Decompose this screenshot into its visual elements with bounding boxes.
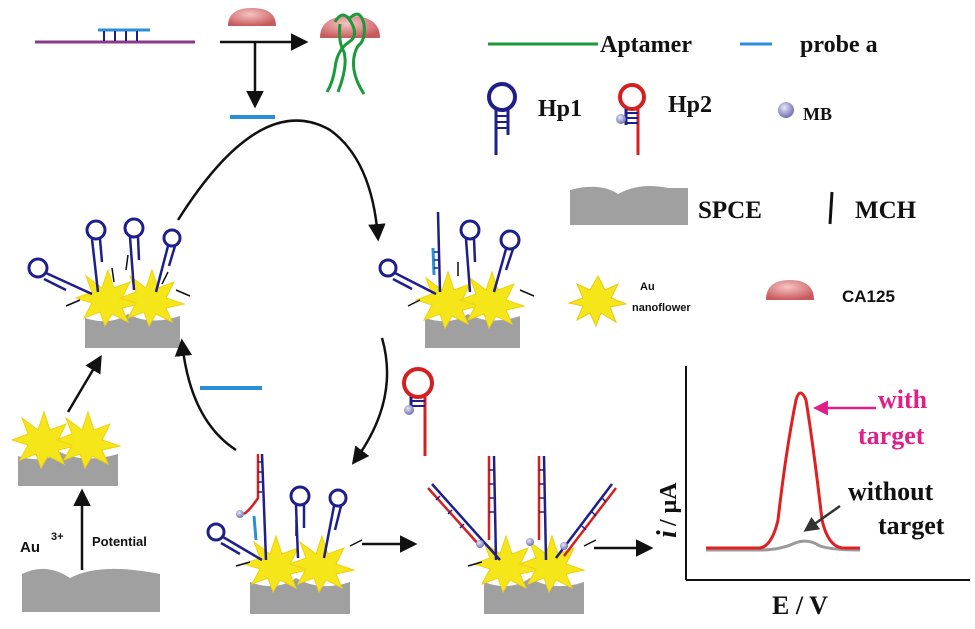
au3-label: Au bbox=[20, 539, 40, 556]
legend-ca125-label: CA125 bbox=[842, 287, 895, 306]
electrode-hp2-hybridized bbox=[206, 453, 363, 614]
legend-spce-label: SPCE bbox=[698, 197, 762, 224]
electrode-final-duplexes bbox=[427, 455, 617, 614]
arrow-cycle-top bbox=[176, 119, 386, 242]
hp1-hairpin-icon bbox=[487, 82, 517, 155]
legend-hp2-label: Hp2 bbox=[668, 92, 712, 118]
curve-with-target bbox=[706, 391, 860, 550]
legend-aptamer-label: Aptamer bbox=[600, 32, 692, 58]
spce-legend-icon bbox=[570, 186, 688, 225]
legend-mch-label: MCH bbox=[855, 197, 917, 224]
electrode-au-nanoflower bbox=[10, 410, 122, 486]
legend-probe-a-label: probe a bbox=[800, 32, 878, 58]
y-axis-label-unit: / μA bbox=[656, 482, 682, 527]
legend-mb-label: MB bbox=[803, 104, 832, 124]
aptamer-ca125-complex bbox=[320, 12, 380, 95]
arrow-without-target bbox=[803, 504, 841, 532]
arrow-immobilize-hp1 bbox=[66, 354, 102, 413]
au3-superscript: 3+ bbox=[51, 531, 64, 543]
without-target-label-1: without bbox=[848, 477, 934, 506]
ca125-legend-icon bbox=[766, 280, 814, 300]
aptamer-probe-duplex bbox=[35, 28, 195, 44]
curve-without-target bbox=[706, 539, 861, 552]
hp2-hairpin-icon bbox=[616, 83, 646, 155]
x-axis-label: E / V bbox=[772, 591, 828, 620]
legend: Aptamer probe a Hp1 Hp2 MB SPCE bbox=[487, 32, 917, 328]
arrow-cycle-right-down bbox=[351, 337, 389, 465]
arrow-cycle-recycle bbox=[174, 338, 237, 452]
mb-legend-icon bbox=[778, 102, 794, 118]
with-target-label-2: target bbox=[858, 421, 925, 450]
voltammogram: i / μA E / V with target without target bbox=[652, 366, 970, 620]
legend-au-label-2: nanoflower bbox=[632, 302, 691, 314]
hp2-hairpin-added bbox=[402, 367, 434, 456]
legend-hp1-label: Hp1 bbox=[538, 96, 582, 122]
au-nanoflower-legend-icon bbox=[567, 274, 628, 328]
with-target-label-1: with bbox=[878, 385, 928, 414]
y-axis-label-i: i bbox=[652, 530, 683, 538]
without-target-label-2: target bbox=[878, 511, 945, 540]
potential-label: Potential bbox=[92, 534, 147, 549]
electrode-bare-spce bbox=[22, 568, 160, 612]
legend-au-label-1: Au bbox=[640, 281, 655, 293]
ca125-protein bbox=[228, 8, 276, 26]
mch-legend-icon bbox=[828, 191, 834, 225]
electrode-hp1-immobilized bbox=[27, 217, 191, 348]
electrode-probe-a-hybridized bbox=[378, 211, 535, 348]
